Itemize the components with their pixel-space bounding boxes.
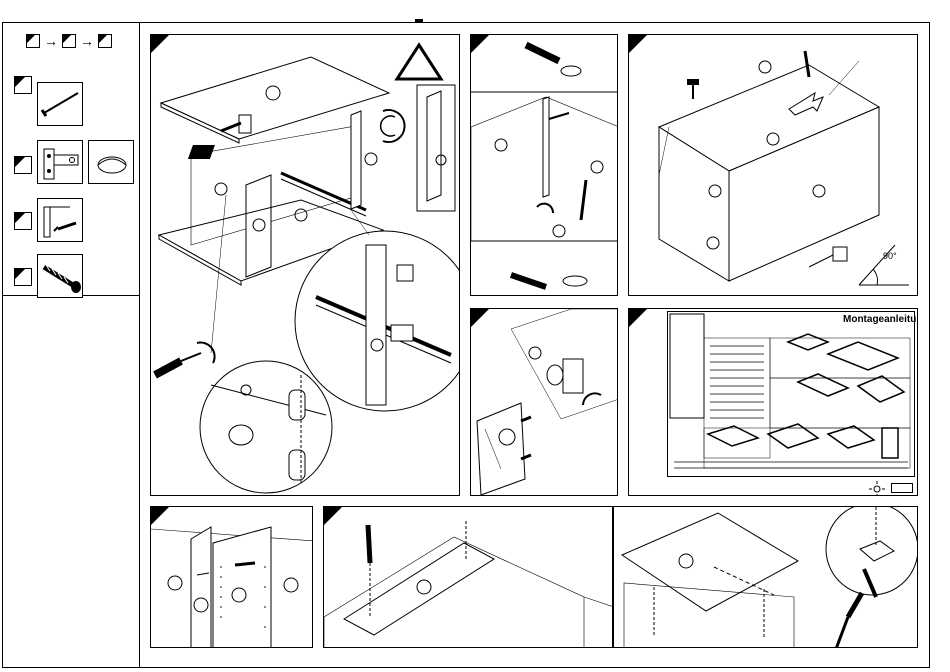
wall-mounting-drawing: 90° xyxy=(629,35,918,296)
cap-icon xyxy=(89,141,135,185)
instruction-sheet: Montageanleitung xyxy=(667,311,915,477)
brand-logo xyxy=(891,483,913,493)
parts-legend: → → xyxy=(2,22,140,296)
door-hinge-drawing xyxy=(471,309,618,496)
hinge-icon xyxy=(38,141,84,185)
sequence-step-3-icon xyxy=(98,34,112,48)
step-4-door-hinge xyxy=(470,308,618,496)
warning-triangle-icon xyxy=(397,45,441,79)
part-marker-1 xyxy=(14,76,32,94)
step-1-cabinet-assembly xyxy=(150,34,460,496)
top-fixing-drawing xyxy=(614,507,918,648)
bracket-box xyxy=(37,198,83,242)
nail-icon xyxy=(38,83,84,127)
cap-box xyxy=(88,140,134,184)
sequence-row: → → xyxy=(22,32,122,50)
dowel-drawing xyxy=(471,35,618,296)
top-mark xyxy=(415,19,423,22)
step-2-dowels xyxy=(470,34,618,296)
cabinet-assembly-drawing xyxy=(151,35,460,496)
step-5-marker xyxy=(629,309,647,327)
sequence-step-1-icon xyxy=(26,34,40,48)
sun-icon xyxy=(869,481,885,496)
screw-box xyxy=(37,254,83,298)
part-marker-4 xyxy=(14,268,32,286)
bracket-icon xyxy=(38,199,84,243)
hinge-box xyxy=(37,140,83,184)
step-5-instruction-sheet: Montageanleitung xyxy=(628,308,918,496)
part-marker-3 xyxy=(14,212,32,230)
drilling-drawing xyxy=(324,507,613,648)
step-8-top-fixing xyxy=(613,506,918,648)
sequence-arrow-1: → xyxy=(44,34,58,48)
sequence-arrow-2: → xyxy=(80,34,94,48)
step-3-wall-mounting: 90° xyxy=(628,34,918,296)
sequence-step-2-icon xyxy=(62,34,76,48)
sheet-illustrations xyxy=(668,312,914,476)
step-7-drilling xyxy=(323,506,613,648)
rotate-arrow-icon xyxy=(383,110,405,142)
part-marker-2 xyxy=(14,156,32,174)
side-panel-drawing xyxy=(151,507,313,648)
angle-label: 90° xyxy=(883,251,897,261)
step-6-side-panels xyxy=(150,506,313,648)
nail-box xyxy=(37,82,83,126)
screw-icon xyxy=(38,255,84,299)
